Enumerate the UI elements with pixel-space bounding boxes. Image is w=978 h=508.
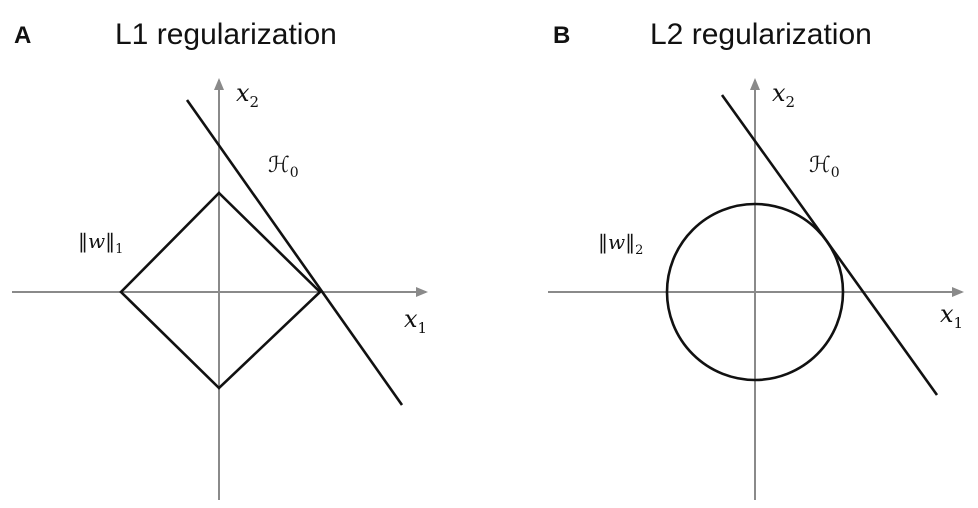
panel-a-l1-diamond: [119, 191, 322, 390]
panel-b-l2-norm-label: ‖w‖2: [598, 230, 643, 258]
panel-b-hyperplane-line: [720, 94, 939, 396]
panel-a-diagram: x2 x1 ℋ0 ‖w‖1: [12, 78, 428, 500]
panel-a-hyperplane-line: [185, 99, 404, 406]
panel-a-title: L1 regularization: [115, 18, 337, 51]
panel-b-title: L2 regularization: [650, 18, 872, 51]
panel-b-diagram: x2 x1 ℋ0 ‖w‖2: [548, 78, 964, 500]
panel-a-x2-label: x2: [236, 79, 259, 111]
panel-a-x1-label: x1: [404, 305, 427, 337]
panel-b-l2-circle: [665, 202, 845, 382]
panel-a-letter: A: [14, 22, 32, 49]
panel-a-hyperplane-label: ℋ0: [268, 153, 299, 181]
panel-b-x1-label: x1: [940, 300, 963, 332]
panel-b-hyperplane-label: ℋ0: [809, 153, 840, 181]
panel-b-x2-label: x2: [772, 79, 795, 111]
panel-b-letter: B: [553, 22, 571, 49]
panel-a-l1-norm-label: ‖w‖1: [78, 229, 123, 257]
